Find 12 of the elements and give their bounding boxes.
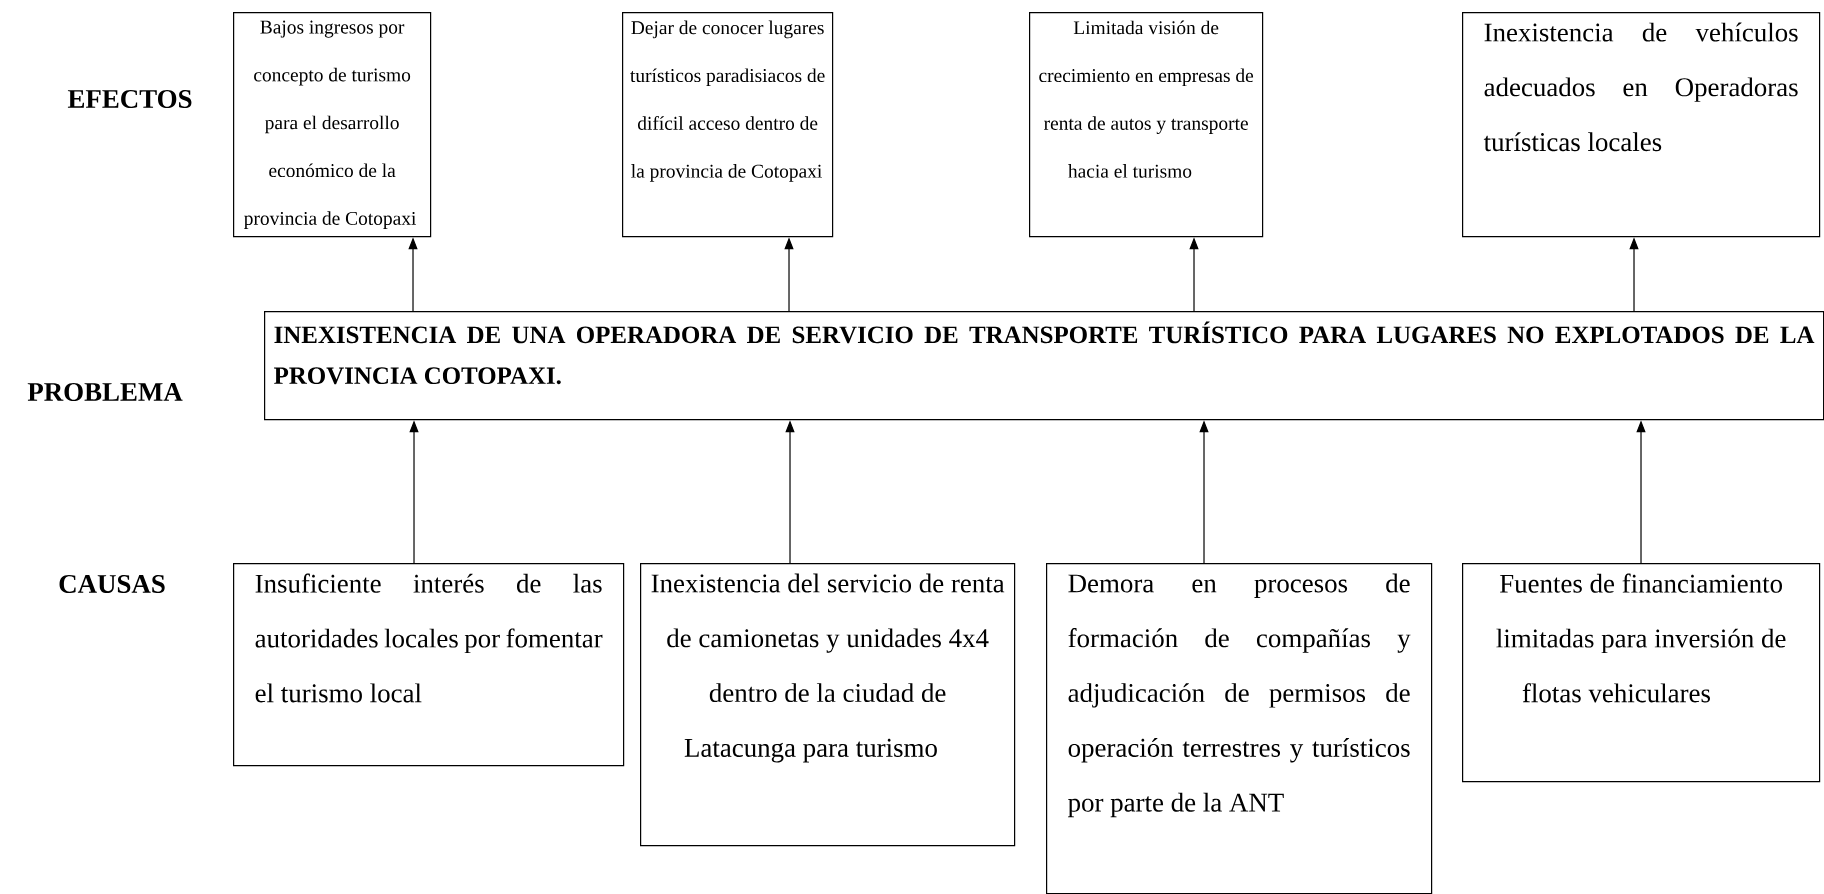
effect-box: Dejar de conocer lugares turísticos paradisiacos de difícil acceso dentro de la provincia de Cotopaxi	[622, 12, 834, 238]
problem-box: INEXISTENCIA DE UNA OPERADORA DE SERVICIO DE TRANSPORTE TURÍSTICO PARA LUGARES NO EXPLOTADOS DE LA PROVINCIA COTOPAXI.	[264, 311, 1824, 421]
cause-box: Inexistencia del servicio de renta de camionetas y unidades 4x4 dentro de la ciudad de Latacunga para turismo	[640, 563, 1016, 847]
cause-box: Insuficiente interés de las autoridades locales por fomentar el turismo local	[233, 563, 625, 767]
cause-box: Fuentes de financiamiento limitadas para inversión de flotas vehiculares	[1462, 563, 1821, 783]
effect-box: Limitada visión de crecimiento en empresas de renta de autos y transporte hacia el turismo	[1029, 12, 1264, 238]
side-heading: CAUSAS	[59, 574, 165, 594]
effect-box: Inexistencia de vehículos adecuados en Operadoras turísticas locales	[1462, 12, 1821, 238]
side-heading: PROBLEMA	[27, 382, 183, 402]
effect-box: Bajos ingresos por concepto de turismo para el desarrollo económico de la provincia de Cotopaxi	[233, 12, 432, 238]
side-heading: EFECTOS	[67, 89, 192, 109]
cause-box: Demora en procesos de formación de compañías y adjudicación de permisos de operación terrestres y turísticos por parte de la ANT	[1046, 563, 1433, 894]
